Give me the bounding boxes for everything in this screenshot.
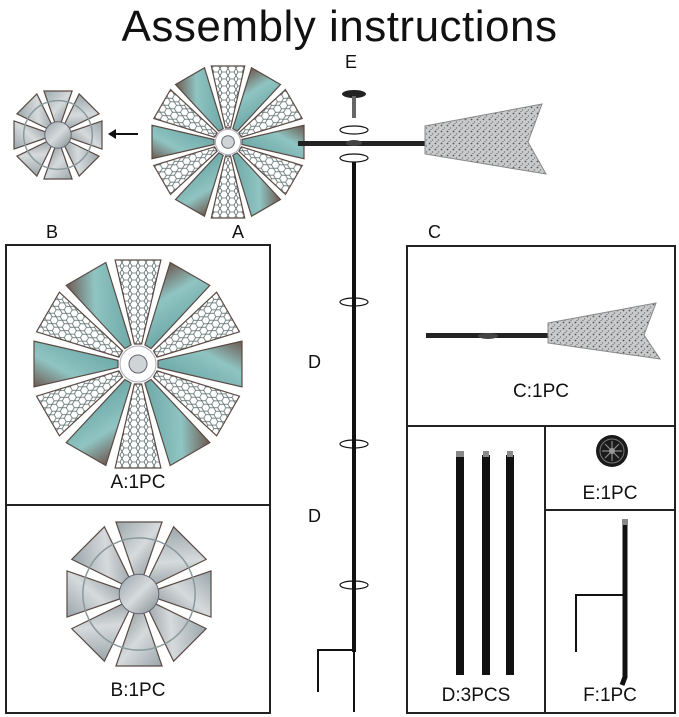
caption-b: B:1PC: [110, 680, 166, 701]
caption-c: C:1PC: [513, 381, 569, 402]
caption-e: E:1PC: [582, 483, 638, 504]
large-wheel-a-icon: [33, 259, 243, 469]
caption-a: A:1PC: [110, 472, 166, 493]
label-d-upper: D: [308, 352, 321, 372]
label-c: C: [428, 222, 441, 242]
label-d-lower: D: [308, 506, 321, 526]
small-wheel-b-icon: [66, 521, 212, 667]
label-e: E: [345, 52, 358, 72]
ground-stake-f-icon: [575, 519, 628, 686]
part-box-e: E:1PC: [544, 425, 676, 511]
pole-segments-d-icon: [456, 451, 514, 675]
large-wheel-a-top: [151, 65, 305, 219]
caption-d: D:3PCS: [441, 685, 511, 706]
label-a: A: [232, 222, 245, 242]
label-b: B: [46, 222, 59, 242]
part-box-d: D:3PCS: [406, 425, 546, 714]
weathervane-c-icon: [426, 302, 662, 360]
arrow-left-icon: [108, 129, 138, 139]
finial-e-icon: [342, 90, 366, 98]
part-box-f: F:1PC: [544, 509, 676, 714]
assembled-pole-diagram: [298, 90, 547, 712]
part-box-b: B:1PC: [5, 504, 271, 714]
part-box-c: C:1PC: [406, 245, 676, 427]
weathervane-tail-icon: [424, 103, 547, 175]
page-title: Assembly instructions: [121, 2, 558, 51]
part-box-a: A:1PC: [5, 244, 271, 506]
finial-e-top-icon: [596, 435, 628, 467]
caption-f: F:1PC: [583, 685, 637, 706]
small-wheel-b-top: [13, 90, 103, 180]
